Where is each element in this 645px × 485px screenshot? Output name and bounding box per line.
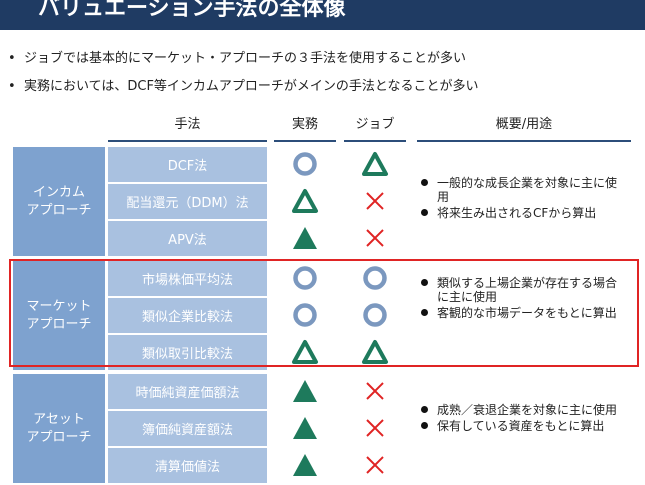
overview-bullet: 成熟／衰退企業を対象に主に使用 (417, 403, 627, 417)
method-cell: APV法 (108, 221, 267, 256)
circle-mark-icon (361, 264, 389, 296)
column-header-job: ジョブ (344, 114, 406, 142)
circle-mark-icon (291, 150, 319, 182)
overview-bullet: 客観的な市場データをもとに算出 (417, 306, 627, 320)
overview-bullet: 保有している資産をもとに算出 (417, 419, 627, 433)
market-approach-highlight (9, 259, 639, 367)
method-cell: 類似取引比較法 (108, 335, 267, 370)
triangle-outline-mark-icon (291, 338, 319, 370)
method-cell: 配当還元（DDM）法 (108, 184, 267, 219)
method-cell: 時価純資産価額法 (108, 374, 267, 409)
bullet-1-text: ジョブでは基本的にマーケット・アプローチの３手法を使用することが多い (24, 51, 467, 66)
circle-mark-icon (291, 264, 319, 296)
bullet-dot-icon: • (8, 51, 16, 66)
cross-mark-icon (361, 224, 389, 256)
method-cell: 類似企業比較法 (108, 298, 267, 333)
title-bar: バリュエーション手法の全体像 (0, 0, 645, 30)
triangle-outline-mark-icon (361, 338, 389, 370)
overview-description: 一般的な成長企業を対象に主に使用将来生み出されるCFから算出 (417, 176, 627, 222)
bullet-2: • 実務においては、DCF等インカムアプローチがメインの手法となることが多い (8, 77, 638, 105)
overview-description: 類似する上場企業が存在する場合に主に使用客観的な市場データをもとに算出 (417, 276, 627, 322)
overview-description: 成熟／衰退企業を対象に主に使用保有している資産をもとに算出 (417, 403, 627, 435)
overview-bullet: 類似する上場企業が存在する場合に主に使用 (417, 276, 627, 304)
group-label: インカム アプローチ (13, 147, 105, 256)
method-cell: DCF法 (108, 147, 267, 182)
cross-mark-icon (361, 451, 389, 483)
column-header-practice: 実務 (274, 114, 336, 142)
overview-bullet: 一般的な成長企業を対象に主に使用 (417, 176, 627, 204)
bullet-dot-icon: • (8, 79, 16, 94)
overview-bullet: 将来生み出されるCFから算出 (417, 206, 627, 220)
cross-mark-icon (361, 187, 389, 219)
triangle-filled-mark-icon (291, 451, 319, 483)
group-label: アセット アプローチ (13, 374, 105, 483)
column-header-method: 手法 (108, 114, 267, 142)
triangle-outline-mark-icon (361, 150, 389, 182)
circle-mark-icon (291, 301, 319, 333)
method-cell: 市場株価平均法 (108, 261, 267, 296)
triangle-outline-mark-icon (291, 187, 319, 219)
bullet-1: • ジョブでは基本的にマーケット・アプローチの３手法を使用することが多い (8, 49, 638, 77)
group-label: マーケット アプローチ (13, 261, 105, 370)
intro-bullets: • ジョブでは基本的にマーケット・アプローチの３手法を使用することが多い • 実務に… (8, 49, 638, 105)
triangle-filled-mark-icon (291, 224, 319, 256)
method-cell: 清算価値法 (108, 448, 267, 483)
triangle-filled-mark-icon (291, 414, 319, 446)
cross-mark-icon (361, 414, 389, 446)
bullet-2-text: 実務においては、DCF等インカムアプローチがメインの手法となることが多い (24, 79, 479, 94)
triangle-filled-mark-icon (291, 377, 319, 409)
cross-mark-icon (361, 377, 389, 409)
column-header-overview: 概要/用途 (417, 114, 631, 142)
page-title: バリュエーション手法の全体像 (38, 0, 346, 21)
circle-mark-icon (361, 301, 389, 333)
method-cell: 簿価純資産額法 (108, 411, 267, 446)
